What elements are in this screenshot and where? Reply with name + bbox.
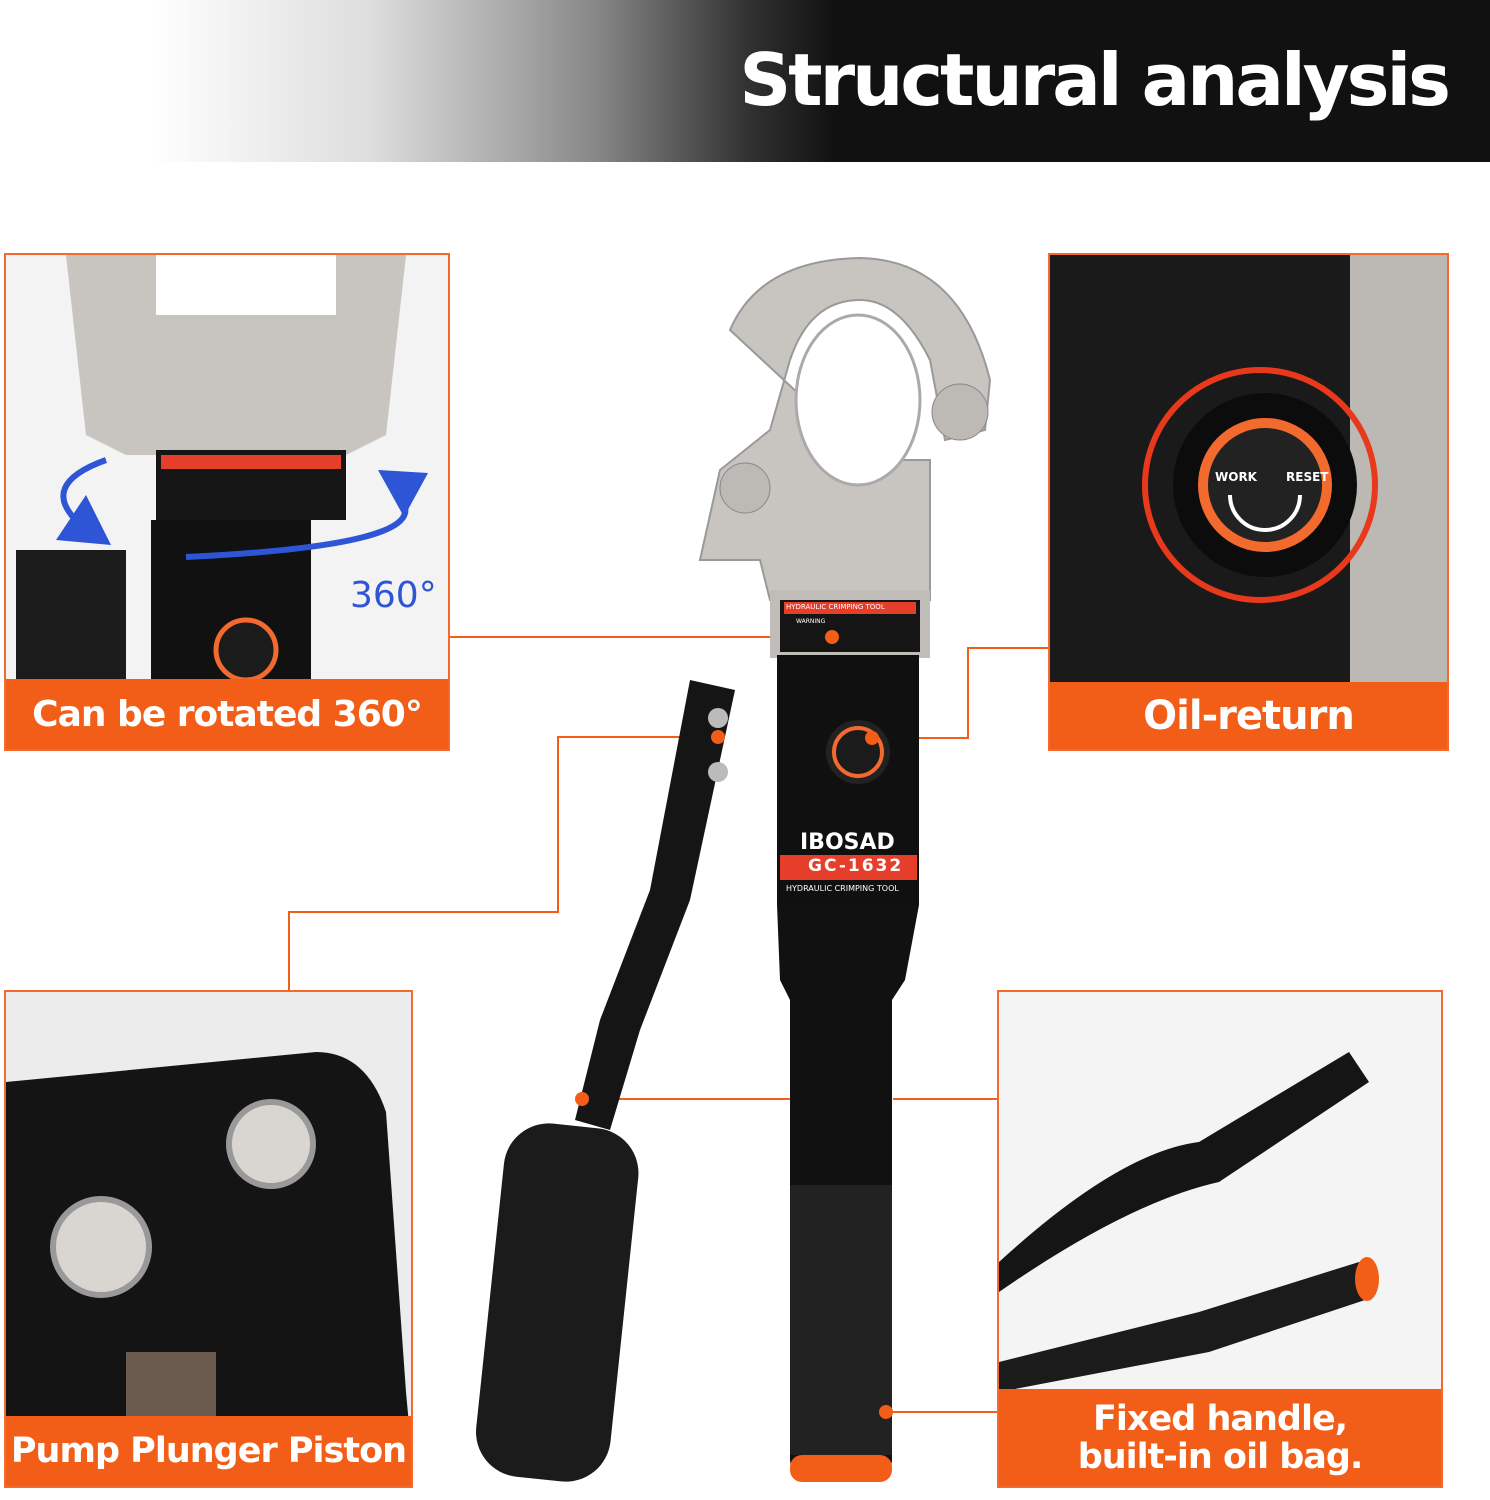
oil-return-panel: WORK RESET Oil-return (1048, 253, 1449, 751)
pump-photo (6, 992, 411, 1486)
brand-label: IBOSAD (800, 830, 895, 855)
model-label: GC-1632 (808, 856, 904, 876)
knob-reset-text: RESET (1286, 470, 1329, 484)
moving-handle (476, 680, 735, 1482)
handle-panel: Fixed handle, built-in oil bag. (997, 990, 1443, 1488)
pump-panel: Pump Plunger Piston (4, 990, 413, 1488)
sticker-title: HYDRAULIC CRIMPING TOOL (786, 603, 885, 611)
crimp-head (698, 256, 992, 658)
tool-body (777, 655, 919, 1482)
handle-label-line1: Fixed handle, (1093, 1398, 1348, 1439)
pump-label: Pump Plunger Piston (6, 1416, 411, 1486)
rotation-label: Can be rotated 360° (6, 679, 448, 749)
rotation-degree: 360° (350, 575, 437, 616)
handle-label-line2: built-in oil bag. (1077, 1436, 1364, 1477)
oil-return-label: Oil-return (1050, 682, 1447, 749)
sticker-warning: WARNING (796, 618, 826, 625)
body-text: HYDRAULIC CRIMPING TOOL (786, 884, 899, 893)
knob-work-text: WORK (1215, 470, 1257, 484)
connector-dots (575, 630, 893, 1419)
connector-lines (288, 636, 1048, 1413)
handle-label: Fixed handle, built-in oil bag. (999, 1389, 1441, 1486)
oil-return-photo (1050, 255, 1447, 685)
header-banner: Structural analysis (0, 0, 1490, 162)
rotation-panel: 360° Can be rotated 360° (4, 253, 450, 751)
page-title: Structural analysis (739, 38, 1451, 122)
rotation-photo (16, 255, 428, 690)
